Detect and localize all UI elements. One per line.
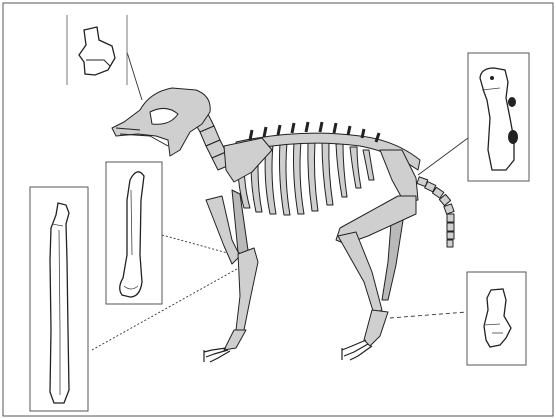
inset-pelvis — [468, 53, 529, 181]
inset-metacarpal — [106, 162, 162, 304]
inset-radius — [30, 187, 88, 411]
inset-tarsal — [467, 272, 526, 365]
